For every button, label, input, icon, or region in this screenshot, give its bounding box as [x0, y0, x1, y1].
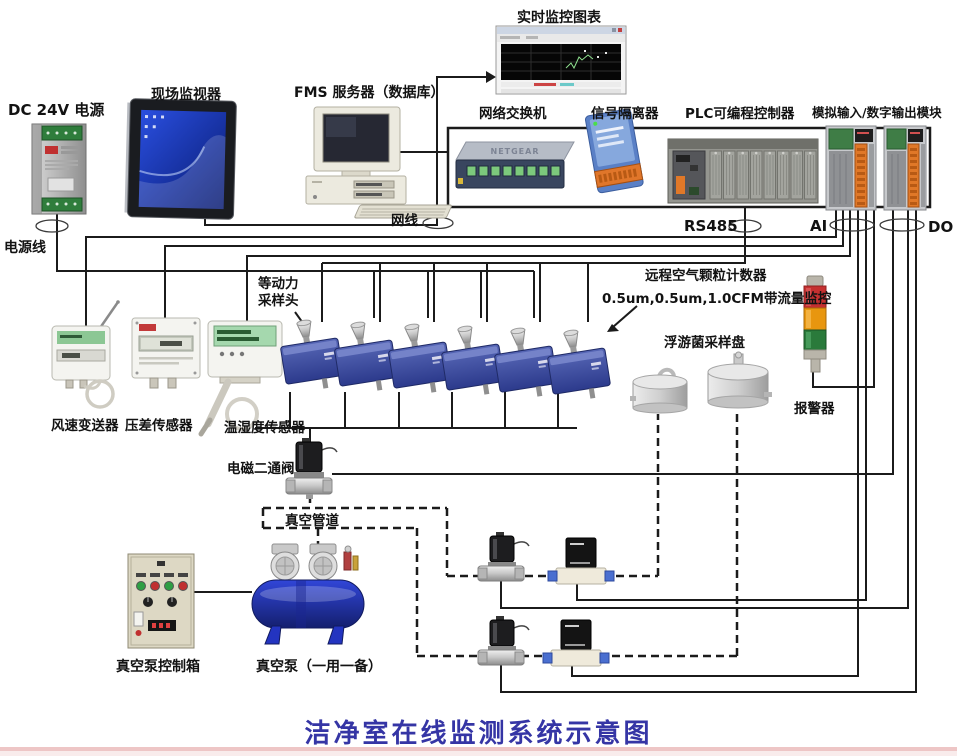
solenoid-valve-2	[477, 616, 530, 666]
rs485-marker	[728, 219, 762, 233]
label-vacuum-pump: 真空泵（一用一备）	[256, 659, 382, 675]
realtime-chart-window	[495, 25, 627, 95]
flow-meter-2	[542, 619, 610, 667]
ai-marker	[829, 218, 875, 232]
label-realtime-chart: 实时监控图表	[517, 10, 601, 26]
power-supply-device	[31, 123, 87, 215]
differential-pressure-sensor	[131, 317, 201, 389]
label-pressure-sensor: 压差传感器	[125, 418, 193, 434]
alarm-tower	[803, 275, 827, 373]
power-line-marker	[35, 219, 69, 233]
field-monitor-device	[124, 98, 237, 220]
signal-isolator-device	[585, 108, 644, 194]
bottom-border-strip	[0, 747, 957, 751]
label-do: DO	[928, 218, 954, 236]
wiring-lines	[56, 76, 932, 693]
label-temp-humidity-sensor: 温湿度传感器	[224, 420, 305, 436]
label-io-modules: 模拟输入/数字输出模块	[812, 105, 942, 120]
label-particle-counter: 远程空气颗粒计数器	[645, 268, 767, 284]
label-particle-counter-spec: 0.5um,0.5um,1.0CFM带流量监控	[602, 291, 832, 307]
diagram-title: 洁净室在线监测系统示意图	[304, 719, 653, 749]
label-rs485: RS485	[684, 217, 738, 235]
bio-sampler-plate-2	[707, 351, 772, 409]
fms-server-device	[305, 106, 452, 219]
label-power-supply: DC 24V 电源	[8, 101, 105, 119]
label-ai: AI	[810, 217, 828, 235]
label-network-switch: 网络交换机	[479, 106, 547, 122]
plc-device	[667, 138, 819, 204]
label-iso-head-line2: 采样头	[258, 293, 299, 309]
particle-counter-6	[543, 324, 613, 405]
io-module-2	[883, 125, 927, 211]
label-wind-sensor: 风速变送器	[51, 418, 119, 434]
chart-arrow-head	[486, 71, 496, 83]
label-alarm: 报警器	[794, 401, 835, 417]
label-field-monitor: 现场监视器	[151, 87, 221, 103]
label-signal-isolator: 信号隔离器	[591, 106, 659, 122]
label-network-cable: 网线	[391, 213, 418, 229]
label-vacuum-pipe: 真空管道	[285, 513, 339, 529]
label-fms-server: FMS 服务器（数据库）	[294, 85, 445, 101]
wind-speed-transmitter	[51, 300, 120, 409]
label-iso-sampling-head: 等动力 采样头	[258, 276, 299, 310]
do-marker	[879, 218, 925, 232]
temp-humidity-sensor	[198, 320, 283, 437]
bio-sampler-plate-1	[630, 367, 688, 414]
label-bio-sampler: 浮游菌采样盘	[664, 335, 745, 351]
label-solenoid-valve: 电磁二通阀	[227, 461, 295, 477]
label-iso-head-line1: 等动力	[258, 276, 299, 292]
cable-marker-ellipses	[35, 216, 925, 233]
solenoid-valve-main	[285, 438, 338, 499]
bottom-border-strip-light	[0, 751, 957, 756]
pump-control-cabinet	[127, 553, 195, 649]
network-switch-device: NETGEAR	[455, 141, 575, 189]
solenoid-valve-1	[477, 532, 530, 582]
flow-meter-1	[547, 537, 615, 585]
io-module-1	[825, 125, 877, 211]
label-pump-control-box: 真空泵控制箱	[116, 659, 200, 675]
vacuum-pump	[251, 543, 365, 645]
label-plc: PLC可编程控制器	[685, 106, 795, 122]
label-power-line: 电源线	[4, 240, 46, 256]
switch-brand-text: NETGEAR	[491, 147, 540, 156]
